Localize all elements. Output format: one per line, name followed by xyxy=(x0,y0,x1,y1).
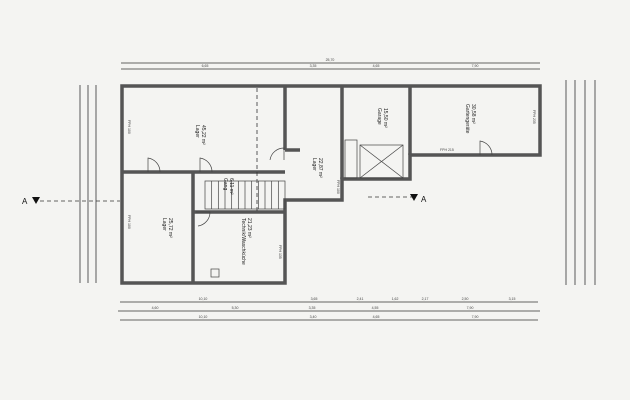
section-label: A xyxy=(421,195,427,204)
room-name: Gang xyxy=(222,178,228,190)
window-label: FPH 100 xyxy=(127,215,131,229)
door-swing-icon xyxy=(269,147,285,161)
window-label: FPH 100 xyxy=(127,120,131,134)
doors xyxy=(147,140,493,227)
top-dimensions: 25,70 6,65 3,35 4,65 7,90 xyxy=(121,58,540,70)
dimension-text: 7,90 xyxy=(467,306,474,310)
door-swing-icon xyxy=(196,211,211,227)
bottom-dimensions: 10,10 3,65 2,41 1,62 2,17 2,50 3,15 4,60… xyxy=(118,297,540,321)
room-area: 25,72 m² xyxy=(167,218,173,238)
interior-walls xyxy=(122,86,412,283)
outer-wall xyxy=(120,84,542,285)
dimension-text: 4,55 xyxy=(372,306,379,310)
dimension-text: 2,41 xyxy=(357,297,364,301)
garage-shaft xyxy=(344,139,404,179)
dimension-text: 7,90 xyxy=(472,64,479,68)
room-name: Lager xyxy=(311,158,317,171)
section-line-left: A xyxy=(22,197,120,206)
room-garage: Garage 15,50 m² xyxy=(376,108,388,128)
dimension-text: 7,90 xyxy=(472,315,479,319)
room-lager-2: Lager 22,87 m² xyxy=(311,158,323,178)
dimension-text: 2,17 xyxy=(422,297,429,301)
dimension-text: 10,10 xyxy=(199,297,208,301)
dimension-text: 4,65 xyxy=(373,315,380,319)
room-labels: Lager 45,22 m² Lager 22,87 m² Garage 15,… xyxy=(161,104,476,265)
dimension-text: 10,10 xyxy=(199,315,208,319)
dimension-text: 3,40 xyxy=(310,315,317,319)
room-name: Lager xyxy=(194,125,200,138)
shaft-box xyxy=(359,144,404,179)
dimension-text: 3,65 xyxy=(311,297,318,301)
room-area: 45,22 m² xyxy=(200,125,206,145)
room-area: 30,58 m² xyxy=(470,104,476,124)
dimension-total: 25,70 xyxy=(326,58,335,62)
section-arrow-icon xyxy=(410,194,418,201)
room-lager-1: Lager 45,22 m² xyxy=(194,125,206,145)
grate xyxy=(344,139,358,179)
room-gang: Gang 6,11 m² xyxy=(222,178,234,195)
dimension-text: 3,15 xyxy=(509,297,516,301)
drain-icon xyxy=(210,268,220,278)
room-name: Technik/Waschküche xyxy=(240,218,246,265)
room-name: Lager xyxy=(161,218,167,231)
window-label: FPH 100 xyxy=(336,180,340,194)
window-label: FPH 135 xyxy=(278,245,282,259)
dimension-text: 4,65 xyxy=(373,64,380,68)
room-name: Gartengeräte xyxy=(464,104,470,134)
side-dimensions xyxy=(79,80,596,285)
dimension-text: 6,65 xyxy=(202,64,209,68)
stairs xyxy=(204,180,286,210)
window-label: FPH 215 xyxy=(440,148,454,152)
dimension-text: 5,30 xyxy=(232,306,239,310)
section-arrow-icon xyxy=(32,197,40,204)
room-area: 15,50 m² xyxy=(382,108,388,128)
room-area: 6,11 m² xyxy=(228,178,234,195)
room-area: 21,23 m² xyxy=(246,218,252,238)
door-swing-icon xyxy=(199,157,213,173)
room-name: Garage xyxy=(376,108,382,125)
cross-line xyxy=(359,144,404,179)
room-lager-3: Lager 25,72 m² xyxy=(161,218,173,238)
dimension-text: 3,35 xyxy=(309,306,316,310)
section-line-right: A xyxy=(368,194,427,204)
window-label: FPH 235 xyxy=(532,110,536,124)
room-area: 22,87 m² xyxy=(317,158,323,178)
window-labels: FPH 100 FPH 100 FPH 135 FPH 100 FPH 215 … xyxy=(127,110,536,259)
door-swing-icon xyxy=(479,140,493,156)
dimension-text: 4,60 xyxy=(152,306,159,310)
section-label: A xyxy=(22,197,28,206)
room-gartengeraete: Gartengeräte 30,58 m² xyxy=(464,104,476,134)
dimension-text: 3,35 xyxy=(310,64,317,68)
room-technik: Technik/Waschküche 21,23 m² xyxy=(240,218,252,265)
door-swing-icon xyxy=(147,157,161,173)
dimension-text: 1,62 xyxy=(392,297,399,301)
dimension-text: 2,50 xyxy=(462,297,469,301)
